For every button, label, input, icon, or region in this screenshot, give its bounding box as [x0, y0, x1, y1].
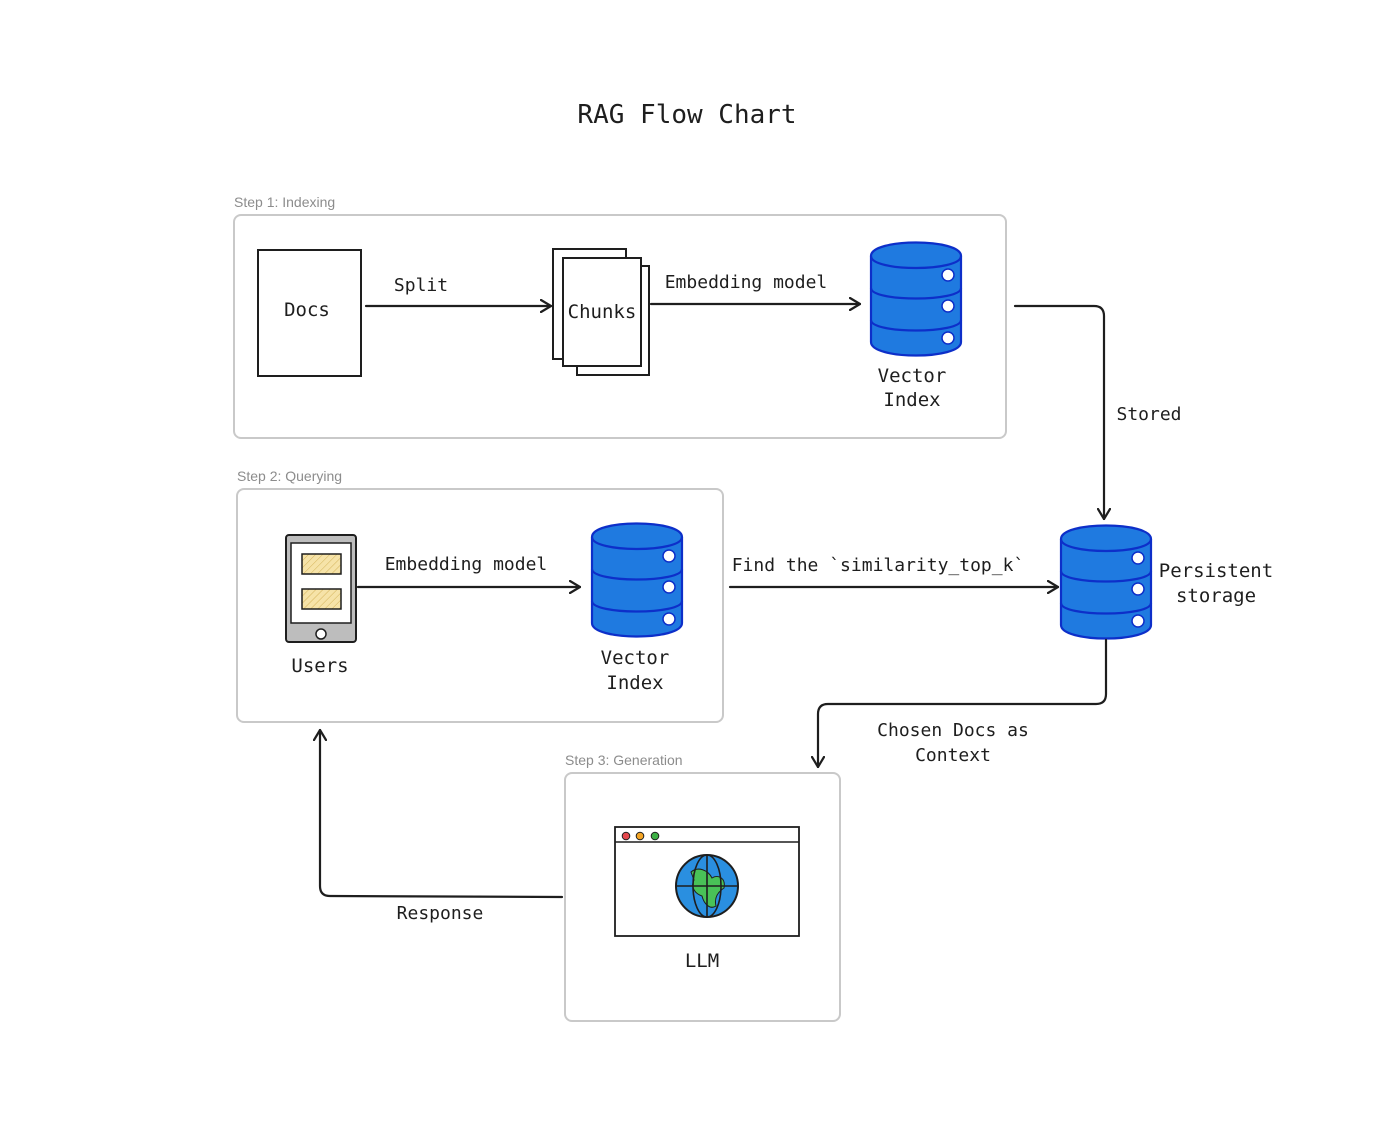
- database-icon: [590, 522, 684, 638]
- vector-index-2-label-line2: Index: [606, 672, 663, 694]
- chunks-node: Chunks: [552, 248, 650, 376]
- edge-embedding-model-1: Embedding model: [649, 272, 862, 304]
- vector-index-1-label-line2: Index: [883, 389, 940, 411]
- edge-response: Response: [320, 728, 564, 924]
- chunks-label: Chunks: [568, 301, 637, 323]
- split-label: Split: [394, 275, 448, 296]
- edge-chosen-docs: Chosen Docs as Context: [818, 638, 1108, 769]
- response-label: Response: [397, 903, 484, 924]
- docs-node: Docs: [257, 249, 362, 377]
- users-node: Users: [285, 534, 357, 677]
- vector-index-2-label-line1: Vector: [601, 647, 670, 669]
- vector-index-1-label-line1: Vector: [878, 365, 947, 387]
- embedding-model-1-label: Embedding model: [665, 272, 828, 293]
- database-icon: [1059, 524, 1153, 640]
- llm-node: LLM: [614, 826, 800, 972]
- chosen-docs-label-line2: Context: [915, 745, 991, 766]
- llm-label: LLM: [685, 950, 719, 972]
- edge-stored: Stored: [1013, 304, 1182, 521]
- group-label-indexing: Step 1: Indexing: [234, 194, 335, 210]
- users-label: Users: [291, 655, 348, 677]
- persistent-storage-label-line2: storage: [1176, 585, 1256, 607]
- stored-label: Stored: [1116, 404, 1181, 425]
- vector-index-node-2: Vector Index: [590, 522, 684, 694]
- edge-split: Split: [364, 275, 553, 306]
- vector-index-node-1: Vector Index: [869, 241, 963, 411]
- globe-icon: [675, 854, 739, 918]
- chosen-docs-label-line1: Chosen Docs as: [877, 720, 1029, 741]
- persistent-storage-label-line1: Persistent: [1159, 560, 1273, 582]
- edge-embedding-model-2: Embedding model: [356, 554, 582, 587]
- database-icon: [869, 241, 963, 357]
- group-label-querying: Step 2: Querying: [237, 468, 342, 484]
- persistent-storage-node: Persistent storage: [1059, 524, 1273, 640]
- mobile-device-icon: [285, 534, 357, 643]
- diagram-title: RAG Flow Chart: [577, 100, 796, 130]
- group-label-generation: Step 3: Generation: [565, 752, 683, 768]
- edge-find-similarity: Find the `similarity_top_k`: [728, 555, 1060, 587]
- find-similarity-label: Find the `similarity_top_k`: [732, 555, 1025, 576]
- docs-label: Docs: [284, 299, 330, 321]
- embedding-model-2-label: Embedding model: [385, 554, 548, 575]
